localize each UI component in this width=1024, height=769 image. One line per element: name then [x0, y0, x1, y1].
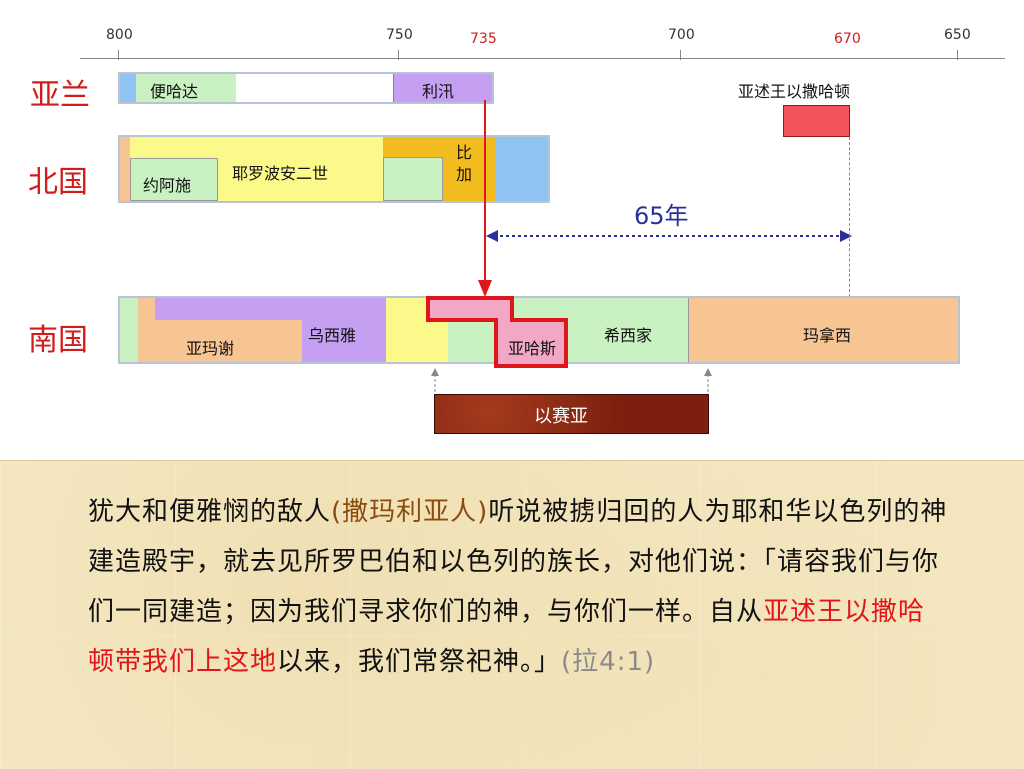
jehoahaz-bar	[130, 137, 154, 158]
year-670-guide	[849, 137, 850, 297]
nation-label-aram: 亚兰	[30, 78, 90, 113]
verse-text: 犹大和便雅悯的敌人(撒玛利亚人)听说被掳归回的人为耶和华以色列的神建造殿宇，就去…	[88, 487, 948, 687]
rezin-bar	[393, 74, 492, 102]
isaiah-span-markers	[431, 368, 712, 394]
jotham-bar-green	[448, 320, 496, 362]
nation-label-north: 北国	[28, 165, 88, 200]
tick-mark-700	[680, 50, 681, 60]
tick-mark-800	[118, 50, 119, 60]
verse-esarhaddon: 亚述王以撒哈顿带我们上这地	[88, 597, 926, 677]
timeline-axis	[80, 58, 1005, 59]
rezin-to-ahaz-arrow	[478, 100, 492, 297]
verse-part-1: 犹大和便雅悯的敌人	[88, 497, 332, 527]
verse-panel: 犹大和便雅悯的敌人(撒玛利亚人)听说被掳归回的人为耶和华以色列的神建造殿宇，就去…	[0, 460, 1024, 769]
amaziah-label: 亚玛谢	[186, 339, 235, 358]
jeroboam2-label: 耶罗波安二世	[232, 164, 329, 183]
uzziah-bar	[302, 298, 393, 362]
south-green-segment	[120, 298, 138, 362]
north-orange-segment	[120, 137, 130, 201]
isaiah-bar	[434, 394, 709, 434]
timeline-diagram: 800 750 700 650 735 670 亚兰 北国 南国 便哈达 利汛 …	[28, 27, 1005, 434]
tick-label-700: 700	[668, 27, 695, 43]
tick-label-800: 800	[106, 27, 133, 43]
manasseh-bar	[688, 298, 958, 362]
benhadad-label: 便哈达	[150, 82, 199, 101]
benhadad-bar	[136, 74, 236, 102]
tick-label-650: 650	[944, 27, 971, 43]
ahaz-label: 亚哈斯	[508, 339, 557, 358]
tick-mark-750	[398, 50, 399, 60]
rezin-label: 利汛	[422, 82, 455, 101]
jehoahaz-bar-lower	[130, 158, 218, 201]
tick-mark-650	[957, 50, 958, 60]
hezekiah-label: 希西家	[604, 326, 653, 345]
north-blue-segment	[495, 137, 548, 201]
nation-label-south: 南国	[28, 323, 88, 358]
verse-reference: (拉4:1)	[561, 647, 656, 677]
pekah-label: 比 加	[456, 143, 473, 184]
manasseh-label: 玛拿西	[803, 326, 852, 345]
verse-samaritans: (撒玛利亚人)	[331, 497, 489, 527]
verse-part-5: 以来，我们常祭祀神。」	[277, 647, 562, 677]
verse-part-3: 听说被掳归回的人为耶和华以色列的神建造殿宇，就去见所罗巴伯和以色列的族长，对他们…	[88, 497, 948, 627]
tick-label-735: 735	[470, 31, 497, 47]
jehoahaz-label: 约阿施	[143, 176, 192, 195]
tick-label-670: 670	[834, 31, 861, 47]
north-green-segment	[383, 157, 443, 201]
tick-label-750: 750	[386, 27, 413, 43]
isaiah-label: 以赛亚	[534, 406, 588, 427]
esarhaddon-bar	[783, 105, 850, 137]
uzziah-label: 乌西雅	[308, 326, 357, 345]
esarhaddon-label: 亚述王以撒哈顿	[738, 82, 851, 101]
ahaz-bar	[426, 296, 568, 368]
span-65-arrow	[486, 230, 852, 242]
span-65-label: 65年	[634, 202, 689, 230]
aram-blue-segment	[120, 74, 136, 102]
